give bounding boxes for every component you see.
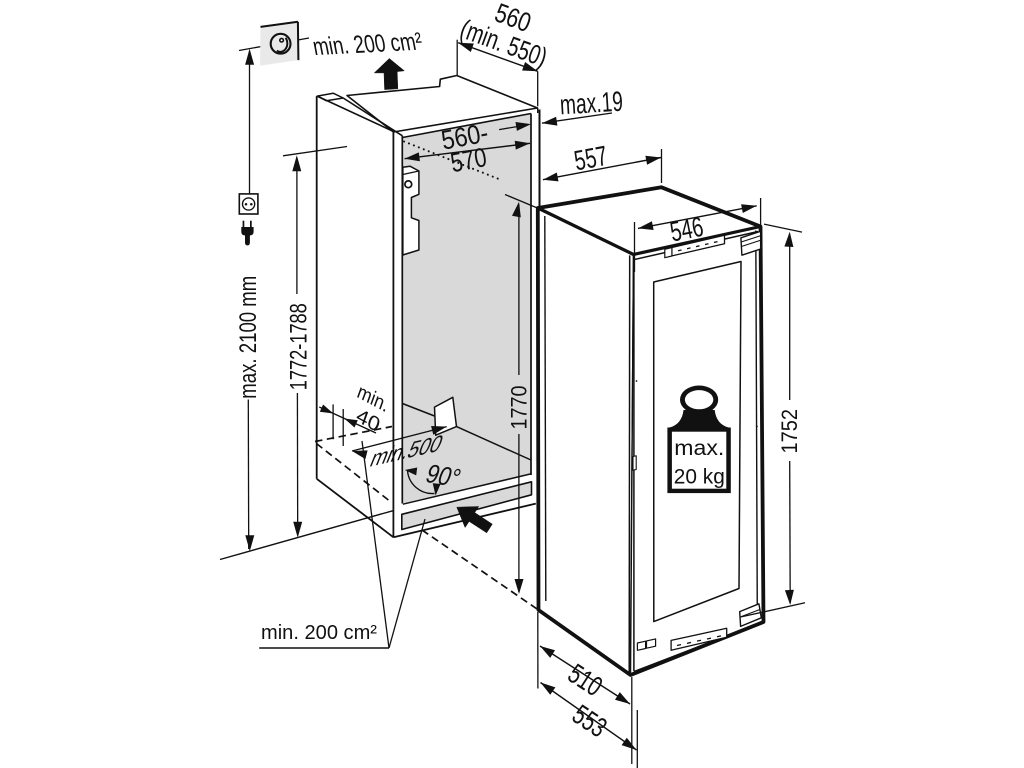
svg-text:20 kg: 20 kg: [674, 466, 725, 489]
svg-text:max. 2100 mm: max. 2100 mm: [235, 276, 262, 399]
svg-text:min. 200 cm²: min. 200 cm²: [261, 621, 377, 644]
svg-text:570: 570: [448, 142, 489, 178]
svg-text:1770: 1770: [507, 386, 532, 430]
svg-text:max.19: max.19: [559, 86, 624, 121]
svg-text:max.: max.: [674, 437, 724, 460]
svg-text:min. 200 cm²: min. 200 cm²: [310, 28, 424, 61]
svg-text:546: 546: [668, 211, 706, 248]
svg-text:557: 557: [572, 140, 610, 177]
svg-text:1752: 1752: [777, 409, 802, 454]
svg-text:1772-1788: 1772-1788: [286, 303, 313, 390]
